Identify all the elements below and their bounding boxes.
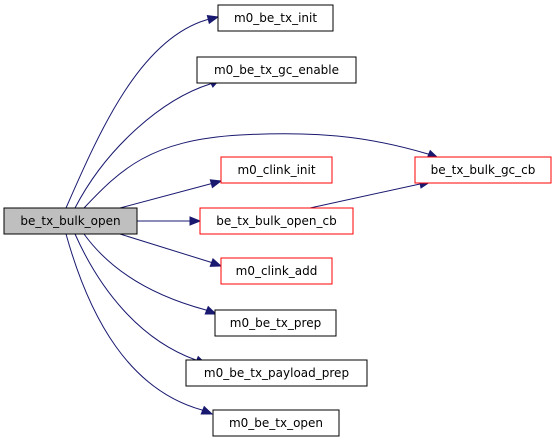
edge-arrowhead-root-n1	[206, 14, 220, 25]
node-n3[interactable]: be_tx_bulk_gc_cb	[414, 156, 552, 184]
node-label: m0_be_tx_payload_prep	[204, 366, 349, 380]
node-box	[220, 156, 333, 184]
node-n2[interactable]: m0_be_tx_gc_enable	[196, 56, 357, 84]
edge-arrowhead-root-n7	[204, 305, 218, 315]
call-graph-nodes: be_tx_bulk_open m0_be_tx_init m0_be_tx_gc_…	[3, 4, 552, 437]
edge-arrowhead-root-n6	[209, 257, 223, 267]
node-box	[217, 4, 334, 32]
node-box	[199, 207, 354, 235]
node-n8[interactable]: m0_be_tx_payload_prep	[185, 359, 368, 387]
edge-root-n8	[74, 233, 207, 365]
edge-root-n2	[74, 78, 221, 209]
node-label: m0_be_tx_gc_enable	[214, 63, 339, 77]
node-n1[interactable]: m0_be_tx_init	[217, 4, 334, 32]
node-box	[214, 309, 337, 337]
node-n5[interactable]: be_tx_bulk_open_cb	[199, 207, 354, 235]
node-label: m0_clink_init	[237, 163, 315, 177]
node-n9[interactable]: m0_be_tx_open	[212, 409, 340, 437]
node-box	[196, 56, 357, 84]
node-box	[220, 257, 333, 285]
node-label: be_tx_bulk_gc_cb	[431, 163, 536, 177]
edge-root-n4	[119, 180, 222, 209]
node-label: m0_be_tx_prep	[230, 316, 321, 330]
node-n4[interactable]: m0_clink_init	[220, 156, 333, 184]
node-label: m0_be_tx_init	[234, 11, 317, 25]
node-box	[414, 156, 552, 184]
node-n7[interactable]: m0_be_tx_prep	[214, 309, 337, 337]
edge-arrowhead-root-n9	[200, 405, 214, 415]
edge-n5-n3	[309, 181, 431, 209]
node-label: be_tx_bulk_open_cb	[216, 214, 336, 228]
edge-arrowhead-root-n4	[209, 179, 223, 189]
edge-root-n6	[119, 233, 222, 267]
node-n6[interactable]: m0_clink_add	[220, 257, 333, 285]
node-label: be_tx_bulk_open	[20, 214, 120, 228]
node-root: be_tx_bulk_open	[3, 207, 138, 235]
edge-root-n7	[83, 233, 217, 315]
node-label: m0_clink_add	[236, 264, 318, 278]
node-box	[3, 207, 138, 235]
edge-arrowhead-root-n5	[189, 216, 202, 226]
node-box	[212, 409, 340, 437]
edge-root-n1	[65, 16, 219, 209]
node-box	[185, 359, 368, 387]
edge-root-n9	[65, 233, 213, 415]
edge-root-n3	[83, 133, 439, 209]
node-label: m0_be_tx_open	[229, 416, 323, 430]
